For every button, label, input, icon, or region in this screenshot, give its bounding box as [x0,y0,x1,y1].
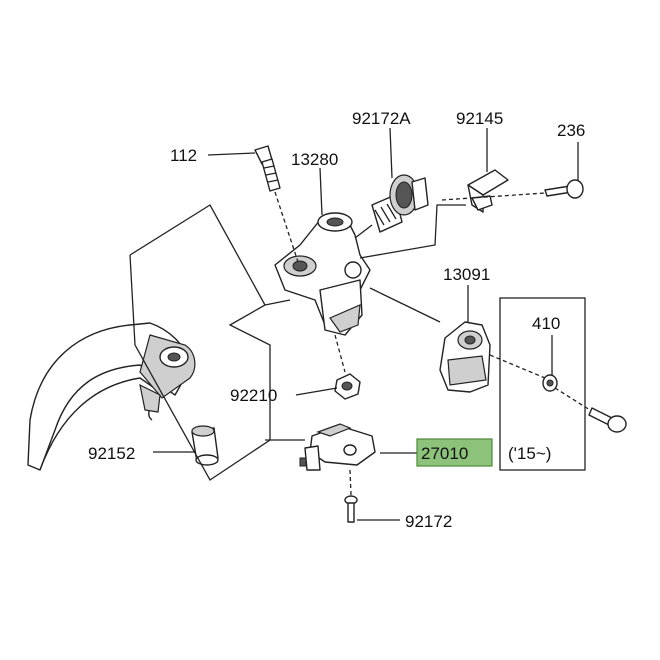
screw-92172 [344,469,358,523]
master-cylinder-13280 [274,212,371,336]
leader-lines [153,127,579,521]
label-92152[interactable]: 92152 [88,444,135,463]
clamp-13091 [369,287,546,393]
label-92172[interactable]: 92172 [405,512,452,531]
label-410[interactable]: 410 [532,314,560,333]
variant-box [499,297,586,471]
washer-410 [542,374,558,392]
label-92210[interactable]: 92210 [230,386,277,405]
nut-92210 [334,334,361,400]
label-27010[interactable]: 27010 [421,444,468,463]
bracket-92145 [467,169,509,213]
bolt-112 [254,145,299,263]
label-92172A[interactable]: 92172A [352,109,411,128]
collar-92152 [191,425,219,466]
group-outline [129,204,271,481]
label-236[interactable]: 236 [557,121,585,140]
switch-27010 [299,423,376,471]
label-112[interactable]: 112 [170,146,197,165]
brake-lever [27,322,196,471]
label-variant-note: ('15~) [508,444,551,463]
adjuster-92172A [354,174,429,239]
screw-236 [441,179,584,201]
highlight-27010 [416,438,493,467]
bolt-variant [554,387,627,433]
label-13091[interactable]: 13091 [443,265,490,284]
label-13280[interactable]: 13280 [291,150,338,169]
label-92145[interactable]: 92145 [456,109,503,128]
